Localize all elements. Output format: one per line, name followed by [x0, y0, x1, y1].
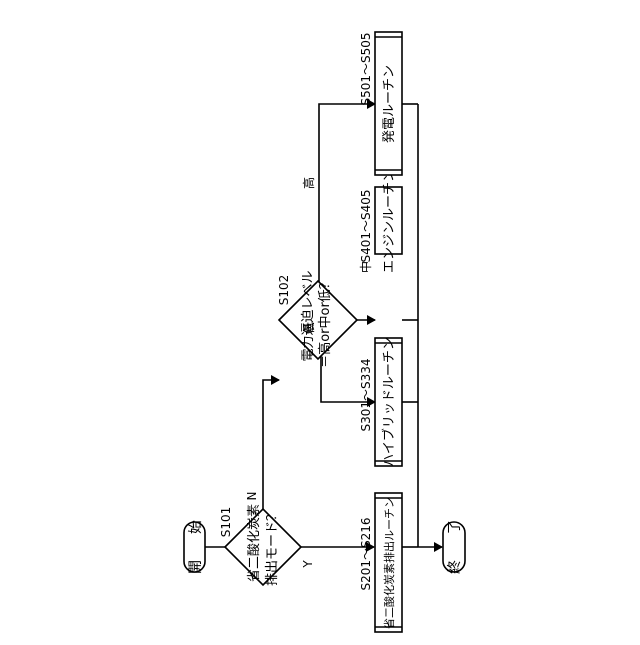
decision-s102-low-label: 低 — [302, 322, 316, 334]
start-terminal: 開 始 — [184, 514, 205, 574]
decision-s101-no-label: N — [245, 492, 259, 501]
decision-s101-shape — [225, 509, 301, 585]
routine-s201-steps: S201～S216 — [359, 517, 373, 590]
end-terminal: 終 了 — [443, 514, 465, 574]
decision-s101-line2: 排出モード？ — [265, 508, 280, 586]
routine-s301-name: ハイブリッドルーチン — [381, 337, 397, 467]
routine-s201-name: 省二酸化炭素排出ルーチン — [382, 497, 396, 629]
end-label: 終 了 — [447, 514, 463, 574]
routine-s501-steps: S501～S505 — [359, 32, 373, 105]
routine-s501: 発電ルーチン S501～S505 — [359, 32, 402, 175]
routine-s301: ハイブリッドルーチン S301～S334 — [359, 337, 402, 467]
routine-s201: 省二酸化炭素排出ルーチン S201～S216 — [359, 493, 402, 632]
decision-s102-high-label: 高 — [301, 177, 316, 189]
arrow-head — [367, 315, 376, 325]
edge-s101-no — [263, 380, 279, 509]
routine-s401: エンジンルーチン S401～S405 — [359, 169, 402, 273]
decision-s101: 省二酸化炭素 排出モード？ S101 Y N — [219, 492, 315, 587]
decision-s102-line1: 電力逼迫レベル — [301, 270, 316, 361]
start-label: 開 始 — [188, 514, 204, 574]
routine-s501-name: 発電ルーチン — [382, 65, 397, 143]
decision-s101-step: S101 — [219, 507, 233, 538]
arrow-head — [271, 375, 280, 385]
decision-s101-line1: 省二酸化炭素 — [247, 504, 262, 582]
decision-s102-step: S102 — [277, 275, 291, 306]
decision-s102-line2: ＝高or中or低？ — [317, 276, 333, 368]
arrow-head — [434, 542, 443, 552]
decision-s101-yes-label: Y — [301, 560, 315, 569]
routine-s401-name: エンジンルーチン — [382, 169, 397, 273]
routine-s301-steps: S301～S334 — [359, 358, 373, 431]
routine-s401-steps: S401～S405 — [359, 189, 373, 262]
